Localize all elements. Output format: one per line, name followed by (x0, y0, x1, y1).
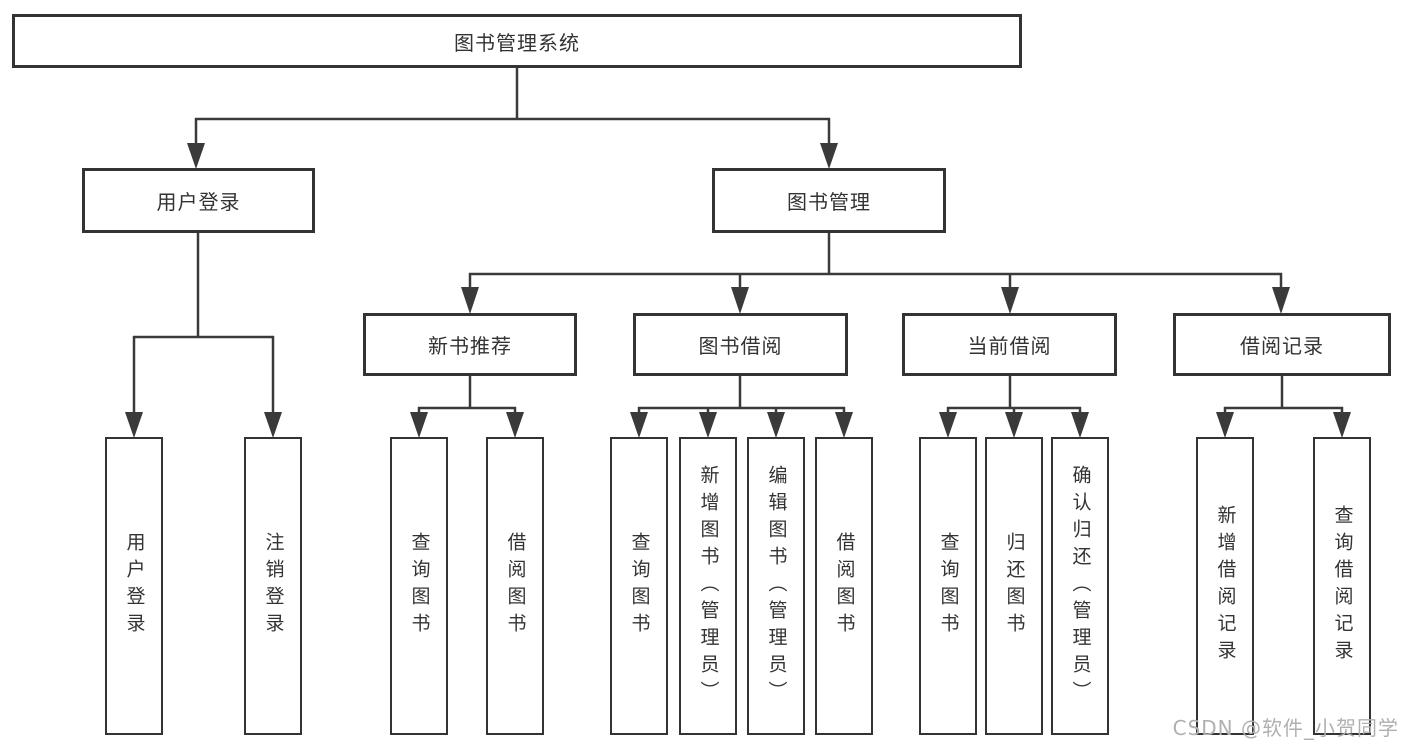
node-user-login: 用户登录 (82, 168, 315, 233)
leaf-query-books-current: 查询图书 (919, 437, 977, 735)
node-borrow-records-label: 借阅记录 (1240, 334, 1324, 358)
arrowhead-icons (125, 143, 1351, 438)
leaf-add-borrow-record-label: 新增借阅记录 (1214, 505, 1237, 667)
leaf-logout-label: 注销登录 (262, 532, 285, 640)
node-current-borrow-label: 当前借阅 (967, 334, 1052, 358)
leaf-edit-books-admin-label: 编辑图书（管理员） (765, 464, 788, 708)
leaf-query-books-recommend-label: 查询图书 (408, 532, 431, 640)
node-book-management: 图书管理 (712, 168, 946, 233)
node-user-login-label: 用户登录 (156, 190, 241, 214)
watermark: CSDN @软件_小贺同学 (1172, 716, 1399, 740)
leaf-borrow-books: 借阅图书 (815, 437, 873, 735)
node-borrow-records: 借阅记录 (1173, 313, 1391, 376)
leaf-user-login-label: 用户登录 (123, 532, 146, 640)
leaf-query-books-borrow-label: 查询图书 (628, 532, 651, 640)
leaf-edit-books-admin: 编辑图书（管理员） (747, 437, 805, 735)
leaf-logout: 注销登录 (244, 437, 302, 735)
leaf-add-borrow-record: 新增借阅记录 (1196, 437, 1254, 735)
leaf-add-books-admin-label: 新增图书（管理员） (697, 464, 720, 708)
leaf-return-books-label: 归还图书 (1003, 532, 1026, 640)
node-new-book-recommend-label: 新书推荐 (428, 334, 512, 358)
leaf-borrow-books-recommend: 借阅图书 (486, 437, 544, 735)
node-root-label: 图书管理系统 (454, 30, 580, 55)
leaf-confirm-return-admin-label: 确认归还（管理员） (1069, 464, 1092, 708)
leaf-return-books: 归还图书 (985, 437, 1043, 735)
node-book-management-label: 图书管理 (787, 190, 871, 214)
node-current-borrow: 当前借阅 (902, 313, 1117, 376)
leaf-borrow-books-recommend-label: 借阅图书 (504, 532, 527, 640)
node-root: 图书管理系统 (12, 14, 1022, 68)
leaf-confirm-return-admin: 确认归还（管理员） (1051, 437, 1109, 735)
node-new-book-recommend: 新书推荐 (363, 313, 577, 376)
leaf-user-login: 用户登录 (105, 437, 163, 735)
node-book-borrow: 图书借阅 (633, 313, 848, 376)
node-book-borrow-label: 图书借阅 (698, 334, 783, 358)
leaf-borrow-books-label: 借阅图书 (833, 532, 856, 640)
leaf-query-books-current-label: 查询图书 (937, 532, 960, 640)
leaf-query-books-borrow: 查询图书 (610, 437, 668, 735)
leaf-query-borrow-record-label: 查询借阅记录 (1331, 505, 1354, 667)
leaf-add-books-admin: 新增图书（管理员） (679, 437, 737, 735)
leaf-query-borrow-record: 查询借阅记录 (1313, 437, 1371, 735)
leaf-query-books-recommend: 查询图书 (390, 437, 448, 735)
